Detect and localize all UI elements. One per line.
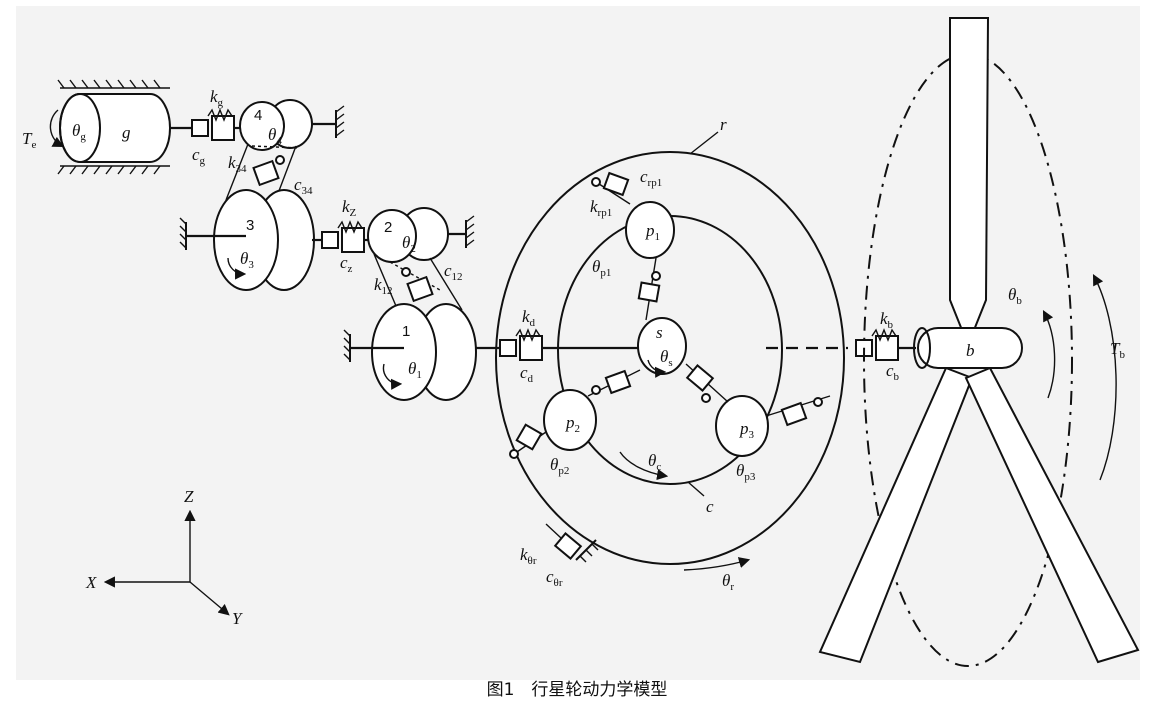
label-gear-2: 2 bbox=[384, 219, 392, 236]
coordinate-axes bbox=[103, 509, 230, 616]
gear-1 bbox=[343, 303, 500, 401]
label-gear-3: 3 bbox=[246, 217, 254, 234]
axis-label-y: Y bbox=[232, 609, 243, 628]
label-theta-c: θc bbox=[648, 451, 661, 473]
label-theta-p1: θp1 bbox=[592, 257, 611, 279]
ring-gear-r bbox=[495, 131, 845, 565]
generator bbox=[49, 79, 192, 175]
label-c12: c12 bbox=[444, 261, 463, 283]
figure-caption: 图1 行星轮动力学模型 bbox=[487, 680, 668, 700]
planet-p3 bbox=[685, 363, 831, 457]
axis-label-z: Z bbox=[184, 487, 194, 506]
label-p2: p2 bbox=[565, 413, 580, 435]
label-b: b bbox=[966, 341, 975, 360]
label-cz: cz bbox=[340, 253, 353, 275]
label-theta-b: θb bbox=[1008, 285, 1022, 307]
label-p3: p3 bbox=[739, 419, 755, 441]
label-r: r bbox=[720, 115, 727, 134]
label-k12: k12 bbox=[374, 275, 393, 297]
label-crp1: crp1 bbox=[640, 167, 662, 189]
label-theta-p2: θp2 bbox=[550, 455, 569, 477]
label-Tb: Tb bbox=[1110, 339, 1125, 361]
label-c: c bbox=[706, 497, 714, 516]
coupling-z bbox=[312, 220, 372, 253]
label-krp1: krp1 bbox=[590, 197, 612, 219]
gear-3 bbox=[179, 189, 315, 291]
label-cd: cd bbox=[520, 363, 534, 385]
label-kb: kb bbox=[880, 309, 894, 331]
label-theta-s: θs bbox=[660, 347, 673, 369]
gear-2 bbox=[367, 207, 475, 263]
label-cg: cg bbox=[192, 145, 206, 167]
label-k34: k34 bbox=[228, 153, 247, 175]
label-g: g bbox=[122, 123, 131, 142]
label-k-theta-r: kθr bbox=[520, 545, 537, 567]
label-gear-1: 1 bbox=[402, 323, 410, 340]
label-c34: c34 bbox=[294, 175, 313, 197]
label-theta-p3: θp3 bbox=[736, 461, 756, 483]
belt-12 bbox=[373, 253, 463, 311]
label-Te: Te bbox=[22, 129, 36, 151]
label-kz: kZ bbox=[342, 197, 357, 219]
label-kd: kd bbox=[522, 307, 536, 329]
label-theta-1: θ1 bbox=[408, 359, 422, 381]
label-theta-4: θ4 bbox=[268, 125, 282, 147]
sun-gear-s bbox=[542, 317, 848, 378]
label-theta-g: θg bbox=[72, 121, 86, 143]
label-theta-3: θ3 bbox=[240, 249, 254, 271]
label-theta-2: θ2 bbox=[402, 233, 416, 255]
axis-label-x: X bbox=[85, 573, 97, 592]
label-cb: cb bbox=[886, 361, 900, 383]
label-p1: p1 bbox=[645, 221, 660, 243]
coupling-d bbox=[499, 328, 543, 361]
gear-4 bbox=[239, 99, 345, 151]
rotor-b bbox=[818, 17, 1140, 667]
label-kg: kg bbox=[210, 87, 224, 109]
label-gear-4: 4 bbox=[254, 107, 262, 124]
label-s: s bbox=[656, 323, 663, 342]
ring-support bbox=[545, 523, 751, 571]
label-theta-r: θr bbox=[722, 571, 734, 593]
label-c-theta-r: cθr bbox=[546, 567, 563, 589]
planet-p2 bbox=[509, 369, 641, 459]
planet-p1 bbox=[591, 171, 675, 321]
